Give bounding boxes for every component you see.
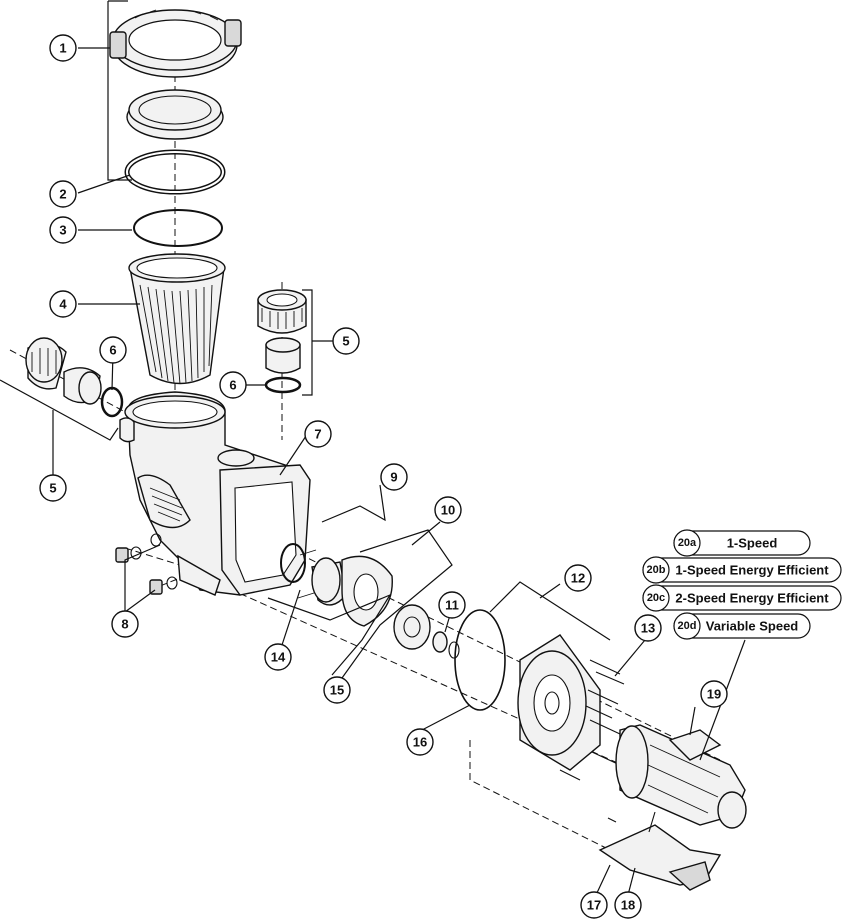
callout-4: 4 (49, 290, 77, 318)
svg-text:20d: 20d (678, 620, 697, 632)
basket-o-ring (133, 209, 223, 247)
lid-o-ring (124, 149, 226, 195)
callout-5-right: 5 (332, 327, 360, 355)
svg-text:1: 1 (59, 41, 66, 56)
callout-5-left: 5 (39, 474, 67, 502)
callout-11: 11 (438, 591, 466, 619)
impeller (393, 604, 431, 650)
callout-6-right: 6 (219, 371, 247, 399)
strainer-basket (128, 253, 226, 385)
motor-variant-20a: 20a 1-Speed (673, 529, 811, 557)
callout-10: 10 (434, 496, 462, 524)
lid-locking-ring (109, 9, 242, 78)
housing-bolts (559, 659, 625, 781)
motor-variant-20b: 20b 1-Speed Energy Efficient (642, 556, 842, 584)
callout-7: 7 (304, 420, 332, 448)
svg-text:15: 15 (330, 683, 344, 698)
svg-text:5: 5 (49, 481, 56, 496)
callout-15: 15 (323, 676, 351, 704)
svg-text:2: 2 (59, 187, 66, 202)
svg-text:2-Speed Energy Efficient: 2-Speed Energy Efficient (675, 591, 829, 606)
callout-3: 3 (49, 216, 77, 244)
svg-text:9: 9 (390, 470, 397, 485)
callout-14: 14 (264, 643, 292, 671)
pump-motor (615, 724, 747, 829)
svg-text:10: 10 (441, 503, 455, 518)
svg-text:20a: 20a (678, 537, 697, 549)
svg-text:16: 16 (413, 735, 427, 750)
motor-variant-20d: 20d Variable Speed (673, 612, 811, 640)
callout-18: 18 (614, 891, 642, 919)
callout-8: 8 (111, 610, 139, 638)
svg-text:11: 11 (445, 598, 459, 613)
callout-12: 12 (564, 564, 592, 592)
svg-text:14: 14 (271, 650, 286, 665)
svg-text:20c: 20c (647, 592, 665, 604)
svg-text:13: 13 (641, 621, 655, 636)
svg-text:12: 12 (571, 571, 585, 586)
svg-text:17: 17 (587, 898, 601, 913)
leader-lines (0, 0, 746, 896)
callout-19: 19 (700, 680, 728, 708)
svg-text:1-Speed: 1-Speed (727, 536, 778, 551)
motor-variant-20c: 20c 2-Speed Energy Efficient (642, 584, 842, 612)
svg-text:6: 6 (109, 343, 116, 358)
seal-plate (517, 634, 601, 771)
shaft-seal (432, 631, 460, 659)
callout-2: 2 (49, 180, 77, 208)
svg-text:1-Speed Energy Efficient: 1-Speed Energy Efficient (675, 563, 829, 578)
svg-text:20b: 20b (647, 564, 666, 576)
motor-support-base (598, 811, 722, 891)
svg-text:8: 8 (121, 617, 128, 632)
callout-13: 13 (634, 614, 662, 642)
svg-text:19: 19 (707, 687, 721, 702)
svg-text:7: 7 (314, 427, 321, 442)
assembly-axis-lines (9, 20, 721, 851)
svg-text:Variable Speed: Variable Speed (706, 619, 799, 634)
svg-text:4: 4 (59, 297, 67, 312)
pump-lid (126, 89, 224, 140)
callout-17: 17 (580, 891, 608, 919)
callout-6-left: 6 (99, 336, 127, 364)
left-union-assembly (25, 337, 124, 418)
callout-9: 9 (380, 463, 408, 491)
svg-text:5: 5 (342, 334, 349, 349)
top-union-assembly (257, 289, 307, 394)
svg-text:6: 6 (229, 378, 236, 393)
svg-text:3: 3 (59, 223, 66, 238)
callout-16: 16 (406, 728, 434, 756)
diffuser-assembly (280, 543, 393, 627)
callout-1: 1 (49, 34, 77, 62)
svg-text:18: 18 (621, 898, 635, 913)
seal-plate-o-ring (454, 609, 506, 711)
